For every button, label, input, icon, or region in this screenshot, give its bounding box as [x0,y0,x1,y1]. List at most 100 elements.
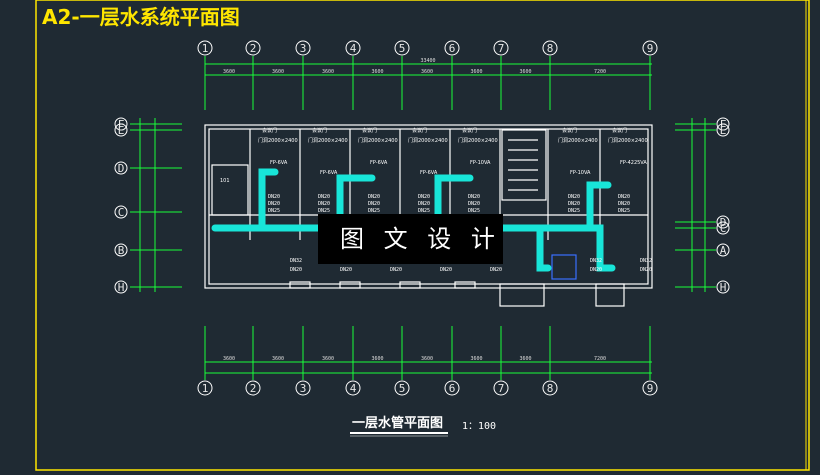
axis-bubble-bottom [394,380,410,396]
room-door-label: 会议门 [362,127,377,134]
pipe-size-label: DN20 [468,194,480,200]
axis-bubble-top [345,40,361,56]
axis-bubble-top [394,40,410,56]
pipe-size-label: DN20 [390,267,402,273]
door-size-label: 门洞2000×2400 [408,137,448,144]
pipe-size-label: DN25 [568,208,580,214]
bottom-segment-dim: 7200 [594,356,606,362]
entrance-annex-2 [595,283,625,307]
axis-bubble-right [716,221,730,235]
axis-label-top: 2 [250,42,257,55]
fcu-label: FP-6VA [370,160,388,166]
pipe-size-label: DN20 [490,267,502,273]
drawing-title: 一层水管平面图 [352,415,443,431]
pipe-size-label: DN20 [618,201,630,207]
axis-bubble-top [493,40,509,56]
watermark-box [318,214,503,264]
bottom-segment-dim: 3600 [421,356,433,362]
axis-bubble-left [114,123,128,137]
axis-label-right: H [720,281,727,294]
pipe-size-label: DN32 [590,258,602,264]
top-segment-dim: 7200 [594,69,606,75]
axis-label-bottom: 4 [350,382,357,395]
pipe-size-label: DN25 [418,208,430,214]
axis-label-bottom: 5 [399,382,406,395]
axis-bubble-left [114,243,128,257]
axis-label-top: 8 [547,42,554,55]
office-101 [211,164,249,216]
top-segment-dim: 3600 [371,69,383,75]
pipe-size-label: DN20 [640,267,652,273]
bottom-segment-dim: 3600 [519,356,531,362]
axis-label-top: 5 [399,42,406,55]
building-outer-wall [204,124,653,289]
axis-bubble-top [542,40,558,56]
pipe-size-label: DN20 [268,194,280,200]
axis-label-bottom: 7 [498,382,505,395]
pipe-size-label: DN20 [268,201,280,207]
bottom-segment-dim: 3600 [272,356,284,362]
stairwell [501,129,547,201]
axis-bubble-top [444,40,460,56]
axis-bubble-right [716,243,730,257]
pipe-size-label: DN32 [640,258,652,264]
axis-label-bottom: 8 [547,382,554,395]
axis-bubble-bottom [542,380,558,396]
door-size-label: 门洞2000×2400 [608,137,648,144]
plan-annotations: 会议门门洞2000×2400FP-6VADN20DN20DN25DN32DN20… [220,127,652,273]
pipe-size-label: DN20 [290,267,302,273]
branch-pipe [336,174,376,232]
room-door-label: 会议门 [262,127,277,134]
axis-label-top: 3 [300,42,307,55]
axis-bubble-bottom [493,380,509,396]
room-door-label: 会议门 [312,127,327,134]
axis-label-right: E [720,124,727,137]
top-segment-dim: 3600 [470,69,482,75]
axis-label-left: H [118,281,125,294]
window [289,281,311,289]
window [399,281,421,289]
axis-label-bottom: 2 [250,382,257,395]
axis-bubble-bottom [642,380,658,396]
axis-bubble-right [716,215,730,229]
axis-label-left: B [118,244,125,257]
axis-bubble-right [716,117,730,131]
fcu-label: FP-10VA [570,170,591,176]
drawing-sheet-title: A2-一层水系统平面图 [42,5,240,29]
pipe-size-label: DN20 [418,194,430,200]
room-door-label: 会议门 [412,127,427,134]
axis-label-top: 4 [350,42,357,55]
branch-pipe [258,168,279,232]
axis-label-top: 1 [202,42,209,55]
window [454,281,476,289]
bottom-segment-dim: 3600 [470,356,482,362]
axis-bubble-top [295,40,311,56]
room-door-label: 会议门 [562,127,577,134]
branch-pipe [586,181,612,232]
axis-label-left: E [118,124,125,137]
pipe-size-label: DN20 [590,267,602,273]
fcu-label: FP-6VA [420,170,438,176]
axis-label-left: C [118,206,125,219]
fcu-label: FP-6VA [270,160,288,166]
pipe-size-label: DN25 [318,208,330,214]
pipe-size-label: DN20 [568,201,580,207]
pipe-size-label: DN20 [368,194,380,200]
building-inner-wall [208,128,649,285]
fcu-label: FP-10VA [470,160,491,166]
branch-pipe [536,224,552,272]
pipe-size-label: DN25 [368,208,380,214]
door-size-label: 门洞2000×2400 [258,137,298,144]
pipe-size-label: DN20 [440,267,452,273]
axis-bubble-bottom [245,380,261,396]
bottom-segment-dim: 3600 [371,356,383,362]
axis-bubble-bottom [295,380,311,396]
window [339,281,361,289]
axis-label-bottom: 6 [449,382,456,395]
top-segment-dim: 3600 [519,69,531,75]
drawing-frame [35,0,810,471]
